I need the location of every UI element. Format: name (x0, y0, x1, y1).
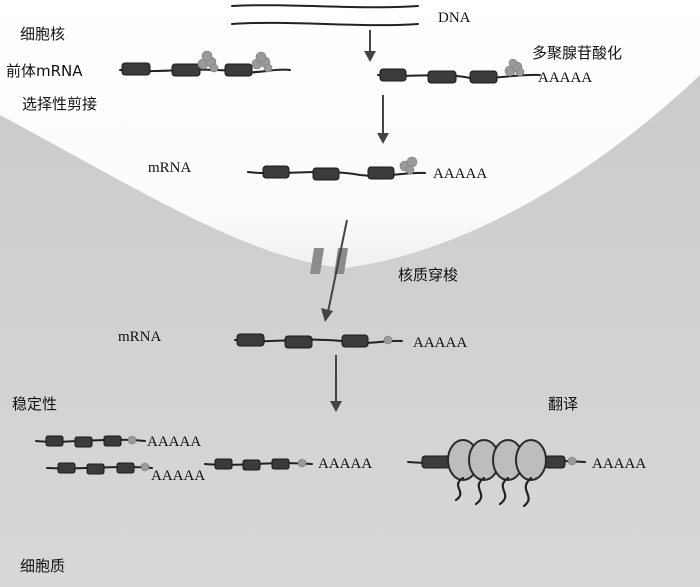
nuclear-mrna-molecule (247, 156, 426, 181)
label-mrna-cytoplasm: mRNA (118, 329, 162, 345)
cytoplasmic-mrna-molecule (234, 333, 403, 349)
pre-mrna-molecule (119, 50, 291, 77)
arrow-polya-to-mrna (377, 95, 389, 144)
poly-a-tail: AAAAA (147, 434, 201, 450)
label-mrna-nucleus: mRNA (148, 160, 192, 176)
arrow-to-stability (330, 355, 342, 412)
label-translation: 翻译 (548, 395, 578, 413)
label-dna: DNA (438, 10, 471, 26)
label-alternative-splicing: 选择性剪接 (22, 95, 97, 113)
poly-a-tail: AAAAA (413, 335, 467, 351)
label-pre-mrna: 前体mRNA (6, 62, 83, 80)
poly-a-tail: AAAAA (538, 70, 592, 86)
arrow-export (321, 219, 348, 322)
label-nuclear-export: 核质穿梭 (398, 266, 458, 284)
polyadenylating-mrna (377, 58, 541, 84)
label-nucleus: 细胞核 (20, 25, 65, 43)
spliceosome-cluster (197, 50, 273, 73)
stable-mrna-3 (204, 458, 313, 471)
poly-a-tail: AAAAA (318, 456, 372, 472)
poly-a-tail: AAAAA (433, 166, 487, 182)
ribosome-4 (515, 439, 547, 508)
stable-mrna-2 (46, 462, 153, 475)
label-stability: 稳定性 (12, 395, 57, 413)
poly-a-tail: AAAAA (151, 468, 205, 484)
arrow-dna-to-polya (364, 30, 376, 62)
dna-strands (231, 4, 419, 27)
poly-a-tail: AAAAA (592, 456, 646, 472)
label-polyadenylation: 多聚腺苷酸化 (532, 44, 622, 62)
stable-mrna-1 (35, 435, 146, 448)
polysome (407, 439, 586, 508)
label-cytoplasm: 细胞质 (20, 557, 65, 575)
